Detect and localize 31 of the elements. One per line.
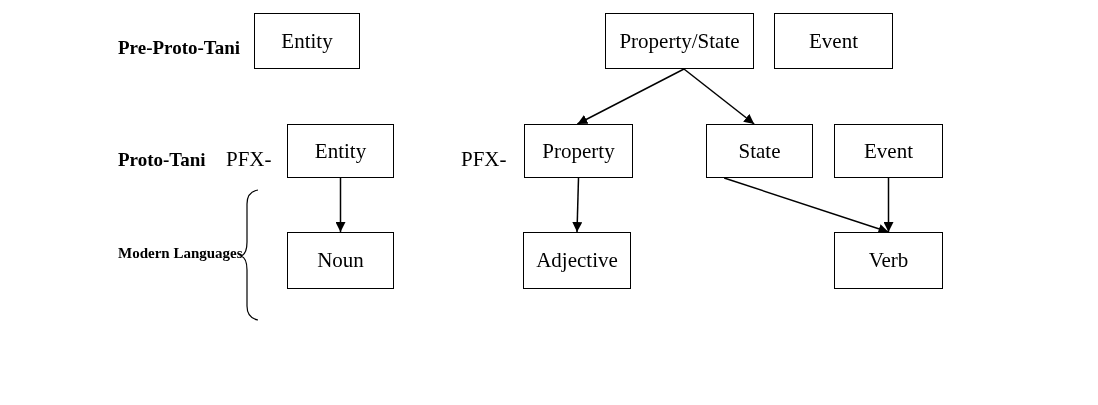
category-box	[254, 13, 360, 69]
category-box	[706, 124, 813, 178]
arrow	[683, 68, 755, 125]
box-label: Verb	[868, 248, 909, 273]
box-label: Entity	[281, 28, 333, 54]
arrow	[883, 177, 894, 233]
arrow	[576, 68, 685, 125]
arrow	[723, 177, 890, 234]
box-label: Event	[864, 138, 913, 164]
box-label: Adjective	[536, 248, 618, 273]
box-label: State	[738, 138, 781, 164]
level-label: Proto-Tani	[118, 149, 206, 171]
category-box	[774, 13, 893, 69]
box-label: Entity	[314, 138, 367, 164]
prefix-label: PFX-	[461, 147, 507, 172]
category-box	[524, 124, 633, 178]
category-box	[834, 124, 943, 178]
box-label: Property	[542, 138, 615, 164]
level-label: Modern Languages	[118, 245, 243, 262]
box-label: Property/State	[619, 28, 740, 54]
box-label: Noun	[317, 248, 364, 273]
category-box	[287, 232, 394, 289]
category-box	[287, 124, 394, 178]
category-box	[523, 232, 631, 289]
arrow	[335, 177, 346, 233]
category-box	[834, 232, 943, 289]
prefix-label: PFX-	[226, 147, 272, 172]
level-label: Pre-Proto-Tani	[118, 37, 241, 59]
arrow	[572, 177, 583, 233]
box-label: Event	[809, 28, 858, 54]
category-box	[605, 13, 754, 69]
